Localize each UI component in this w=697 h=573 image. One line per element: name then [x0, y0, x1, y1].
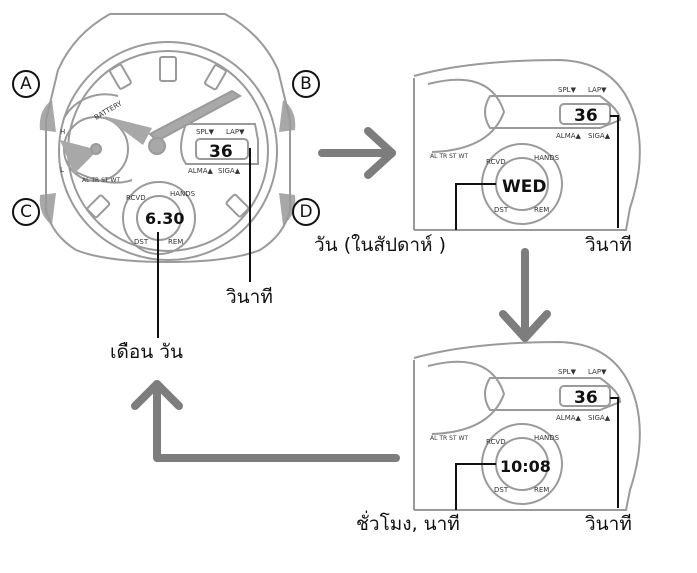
zoom-time — [413, 340, 641, 511]
mode-label: AL TR ST WT — [82, 177, 120, 184]
zoom2-seconds: 36 — [574, 388, 598, 408]
l-mark: L — [60, 166, 64, 174]
zoom2-upper-frame — [484, 377, 622, 411]
rcvd-label: RCVD — [126, 194, 146, 202]
marker-1 — [204, 64, 227, 91]
rem-label: REM — [168, 238, 183, 246]
zoom1-seconds: 36 — [574, 106, 598, 126]
zoom2-lap: LAP▼ — [588, 368, 607, 376]
full-watch — [39, 13, 296, 264]
zoom1-case — [413, 58, 641, 231]
zoom1-spl: SPL▼ — [558, 86, 577, 94]
time-digits: 10:08 — [500, 457, 551, 476]
marker-8 — [86, 194, 111, 219]
button-d-label: D — [292, 198, 320, 226]
zoom1-upper-frame — [484, 95, 622, 129]
caption-seconds-2: วินาที — [585, 234, 632, 256]
weekday-digits: WED — [502, 177, 546, 197]
zoom2-alma: ALMA▲ — [556, 414, 582, 422]
seconds-pointer-line-3 — [610, 397, 619, 508]
spl-label: SPL▼ — [196, 128, 215, 136]
alma-label: ALMA▲ — [188, 167, 214, 175]
upper-lcd-frame — [180, 123, 259, 165]
marker-12 — [159, 56, 177, 82]
siga-label: SIGA▲ — [218, 167, 241, 175]
zoom2-spl: SPL▼ — [558, 368, 577, 376]
h-mark: H — [60, 128, 65, 136]
zoom1-rcvd: RCVD — [486, 158, 506, 166]
time-pointer-line — [455, 463, 496, 510]
watch-case — [45, 13, 291, 264]
button-b-label: B — [292, 70, 320, 98]
hour-hand — [104, 116, 152, 145]
minute-hand — [148, 89, 242, 143]
weekday-pointer-line — [455, 183, 496, 230]
zoom2-modes: AL TR ST WT — [430, 435, 468, 442]
zoom2-case — [413, 340, 641, 511]
marker-11 — [109, 63, 132, 90]
seconds-pointer-line-2 — [610, 115, 619, 228]
zoom1-rem: REM — [534, 206, 549, 214]
mode-arc — [75, 171, 133, 184]
arrow-loop-back — [131, 380, 400, 462]
caption-seconds-1: วินาที — [226, 286, 273, 308]
date-digits: 6.30 — [145, 209, 184, 228]
zoom2-dst: DST — [494, 486, 509, 494]
arrow-right — [318, 127, 396, 179]
hour-hand-tail — [60, 140, 98, 174]
caption-month-day: เดือน วัน — [110, 341, 183, 363]
zoom1-dst: DST — [494, 206, 509, 214]
zoom1-subdial-arc — [427, 78, 506, 153]
zoom1-modes: AL TR ST WT — [430, 153, 468, 160]
zoom2-rcvd: RCVD — [486, 438, 506, 446]
marker-4 — [225, 193, 250, 218]
button-c-label: C — [12, 198, 40, 226]
caption-weekday: วัน (ในสัปดาห์ ) — [314, 234, 447, 256]
bezel-outer — [58, 41, 278, 261]
dst-label: DST — [134, 238, 149, 246]
zoom2-siga: SIGA▲ — [588, 414, 611, 422]
lap-label: LAP▼ — [226, 128, 245, 136]
arrow-down — [499, 248, 551, 342]
zoom2-subdial-arc — [427, 360, 506, 435]
hand-pivot — [148, 137, 166, 155]
zoom2-hands: HANDS — [534, 434, 560, 442]
button-a-label: A — [12, 70, 40, 98]
hands-label: HANDS — [170, 190, 196, 198]
zoom-weekday — [413, 58, 641, 231]
zoom2-upper-window — [559, 385, 611, 407]
caption-hour-minute: ชั่วโมง, นาที — [356, 513, 460, 535]
seconds-digits: 36 — [209, 142, 233, 162]
button-b-pusher — [279, 100, 296, 132]
battery-arc — [63, 93, 119, 119]
button-c-pusher — [39, 193, 56, 225]
zoom1-alma: ALMA▲ — [556, 132, 582, 140]
upper-lcd-window — [195, 138, 249, 160]
zoom1-lap: LAP▼ — [588, 86, 607, 94]
zoom2-rem: REM — [534, 486, 549, 494]
caption-seconds-3: วินาที — [585, 513, 632, 535]
subdial-pivot — [90, 143, 102, 155]
zoom1-hands: HANDS — [534, 154, 560, 162]
zoom1-siga: SIGA▲ — [588, 132, 611, 140]
button-d-pusher — [279, 193, 296, 225]
zoom1-upper-window — [559, 103, 611, 125]
